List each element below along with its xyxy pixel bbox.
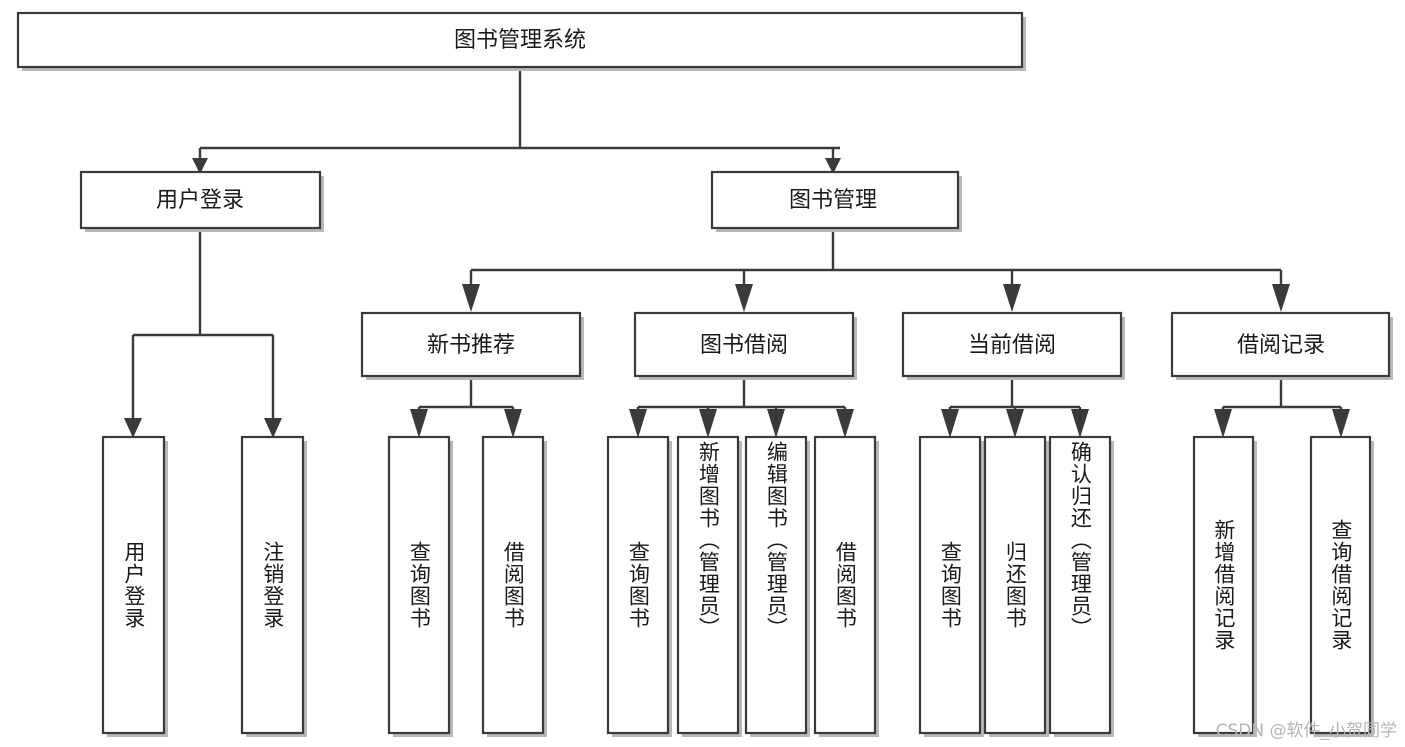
leaf-node-current-query-book[interactable] — [918, 435, 982, 735]
leaf-label-borrow-borrow-book: 借阅图书 — [833, 541, 858, 629]
node-borrow-record[interactable] — [1170, 311, 1391, 378]
arrow-bookmgmt-to-new-book — [462, 284, 480, 312]
arrow-root-to-user-login — [192, 158, 208, 174]
node-new-book-recommend-label: 新书推荐 — [427, 333, 515, 358]
arrow-newbook-leaf-2 — [504, 409, 522, 438]
leaf-label-wrap-borrow-query: 查询图书 — [608, 437, 668, 733]
root-node-label: 图书管理系统 — [454, 28, 586, 53]
leaf-label-wrap-record-add: 新增借阅记录 — [1194, 437, 1253, 733]
leaf-node-borrow-add-book-admin[interactable] — [676, 435, 740, 735]
leaf-node-current-return-book[interactable] — [983, 435, 1047, 735]
node-root-book-management-system[interactable] — [16, 11, 1024, 69]
leaf-node-logout[interactable] — [240, 435, 305, 735]
leaf-label-wrap-current-confirm: 确认归还（管理员） — [1050, 437, 1110, 733]
connector-layer — [124, 67, 1350, 438]
node-current-borrow[interactable] — [901, 311, 1123, 378]
node-book-borrow[interactable] — [633, 311, 855, 378]
leaf-label-borrow-add-book-admin: 新增图书（管理员） — [696, 441, 721, 639]
arrow-bookmgmt-to-borrow — [735, 284, 753, 312]
arrow-current-leaf-2 — [1006, 409, 1024, 438]
arrow-userlogin-leaf-2 — [264, 418, 282, 438]
leaf-node-borrow-edit-book-admin[interactable] — [744, 435, 808, 735]
leaf-label-wrap-borrow-borrow: 借阅图书 — [815, 437, 875, 733]
arrow-current-leaf-1 — [941, 409, 959, 438]
leaf-label-user-login: 用户登录 — [121, 541, 146, 629]
leaf-node-current-confirm-return-admin[interactable] — [1048, 435, 1112, 735]
leaf-label-record-add-record: 新增借阅记录 — [1211, 519, 1236, 651]
arrow-borrow-leaf-3 — [767, 409, 785, 438]
leaf-label-record-query-record: 查询借阅记录 — [1328, 519, 1353, 651]
node-user-login[interactable] — [79, 170, 322, 230]
leaf-label-wrap-user-login: 用户登录 — [103, 437, 164, 733]
leaf-label-logout: 注销登录 — [260, 541, 285, 629]
arrow-current-leaf-3 — [1071, 409, 1089, 438]
leaf-label-wrap-logout: 注销登录 — [242, 437, 303, 733]
leaf-node-newbook-query-book[interactable] — [387, 435, 451, 735]
leaf-label-current-confirm-return-admin: 确认归还（管理员） — [1068, 441, 1093, 639]
leaf-label-borrow-edit-book-admin: 编辑图书（管理员） — [764, 441, 789, 639]
arrow-bookmgmt-to-record — [1272, 284, 1290, 312]
arrow-record-leaf-2 — [1332, 409, 1350, 438]
leaf-label-wrap-current-return: 归还图书 — [985, 437, 1045, 733]
arrow-userlogin-leaf-1 — [124, 418, 142, 438]
leaf-node-newbook-borrow-book[interactable] — [481, 435, 545, 735]
node-layer: 图书管理系统 用户登录 图书管理 新书推荐 图书借阅 当前借阅 借阅记录 — [16, 11, 1393, 737]
leaf-label-wrap-newbook-borrow: 借阅图书 — [483, 437, 543, 733]
arrow-newbook-leaf-1 — [410, 409, 428, 438]
arrow-borrow-leaf-4 — [836, 409, 854, 438]
leaf-node-borrow-borrow-book[interactable] — [813, 435, 877, 735]
leaf-label-current-return-book: 归还图书 — [1003, 541, 1028, 629]
node-borrow-record-label: 借阅记录 — [1237, 333, 1325, 358]
node-book-borrow-label: 图书借阅 — [700, 333, 788, 358]
node-user-login-label: 用户登录 — [156, 188, 244, 213]
arrow-root-to-book-mgmt — [825, 158, 841, 174]
leaf-label-newbook-borrow-book: 借阅图书 — [501, 541, 526, 629]
arrow-record-leaf-1 — [1214, 409, 1232, 438]
leaf-label-wrap-newbook-query: 查询图书 — [389, 437, 449, 733]
leaf-label-wrap-borrow-edit: 编辑图书（管理员） — [746, 437, 806, 733]
leaf-label-newbook-query-book: 查询图书 — [407, 541, 432, 629]
leaf-node-record-add-record[interactable] — [1192, 435, 1255, 735]
leaf-label-wrap-record-query: 查询借阅记录 — [1311, 437, 1370, 733]
node-book-management-label: 图书管理 — [789, 188, 877, 213]
leaf-label-wrap-current-query: 查询图书 — [920, 437, 980, 733]
node-current-borrow-label: 当前借阅 — [968, 333, 1056, 358]
node-new-book-recommend[interactable] — [360, 311, 582, 378]
node-book-management[interactable] — [710, 170, 960, 230]
leaf-node-borrow-query-book[interactable] — [606, 435, 670, 735]
arrow-bookmgmt-to-current — [1003, 284, 1021, 312]
leaf-node-user-login[interactable] — [101, 435, 166, 735]
leaf-node-record-query-record[interactable] — [1309, 435, 1372, 735]
leaf-label-current-query-book: 查询图书 — [938, 541, 963, 629]
leaf-label-wrap-borrow-add: 新增图书（管理员） — [678, 437, 738, 733]
leaf-label-borrow-query-book: 查询图书 — [626, 541, 651, 629]
csdn-watermark: CSDN @软件_小贺同学 — [1215, 721, 1397, 741]
arrow-borrow-leaf-1 — [629, 409, 647, 438]
arrow-borrow-leaf-2 — [699, 409, 717, 438]
